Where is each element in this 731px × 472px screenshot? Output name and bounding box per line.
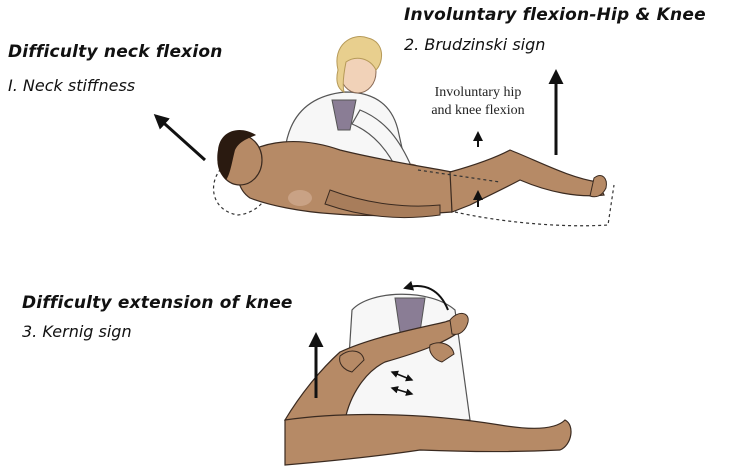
knee-extension-heading: Difficulty extension of knee	[22, 293, 293, 313]
kernig-sign-label: 3. Kernig sign	[22, 322, 132, 341]
annotation-line-1: Involuntary hip	[408, 84, 548, 102]
reclining-patient	[217, 130, 614, 226]
neck-stiffness-label: I. Neck stiffness	[8, 76, 135, 95]
neck-flexion-heading: Difficulty neck flexion	[8, 42, 223, 62]
patient-chest-highlight	[288, 190, 312, 206]
annotation-line-2: and knee flexion	[408, 102, 548, 120]
hip-knee-flexion-heading: Involuntary flexion-Hip & Knee	[404, 5, 706, 25]
raised-foot	[450, 313, 468, 334]
scene-reclining-patient	[214, 37, 614, 226]
flat-leg	[285, 415, 571, 465]
neck-stiffness-arrow	[156, 116, 205, 160]
brudzinski-sign-label: 2. Brudzinski sign	[404, 35, 545, 54]
patient-legs	[450, 150, 604, 212]
scene-kernig-test	[285, 286, 571, 465]
examiner-scrub	[395, 298, 425, 332]
involuntary-flexion-annotation: Involuntary hip and knee flexion	[408, 84, 548, 120]
